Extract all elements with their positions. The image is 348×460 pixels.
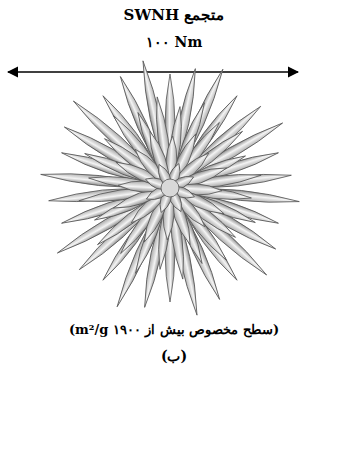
scale-label: ۱۰۰ Nm: [0, 34, 348, 50]
dimension-arrow: [8, 71, 298, 73]
title: متجمع SWNH: [0, 6, 348, 24]
surface-note: (سطح مخصوص بیش از ۱۹۰۰ m²/g): [0, 322, 348, 337]
nanohorn-petals: [40, 60, 300, 316]
aggregate-core: [161, 179, 179, 197]
caption: (ب): [0, 348, 348, 364]
scale-text: ۱۰۰ Nm: [143, 34, 205, 50]
